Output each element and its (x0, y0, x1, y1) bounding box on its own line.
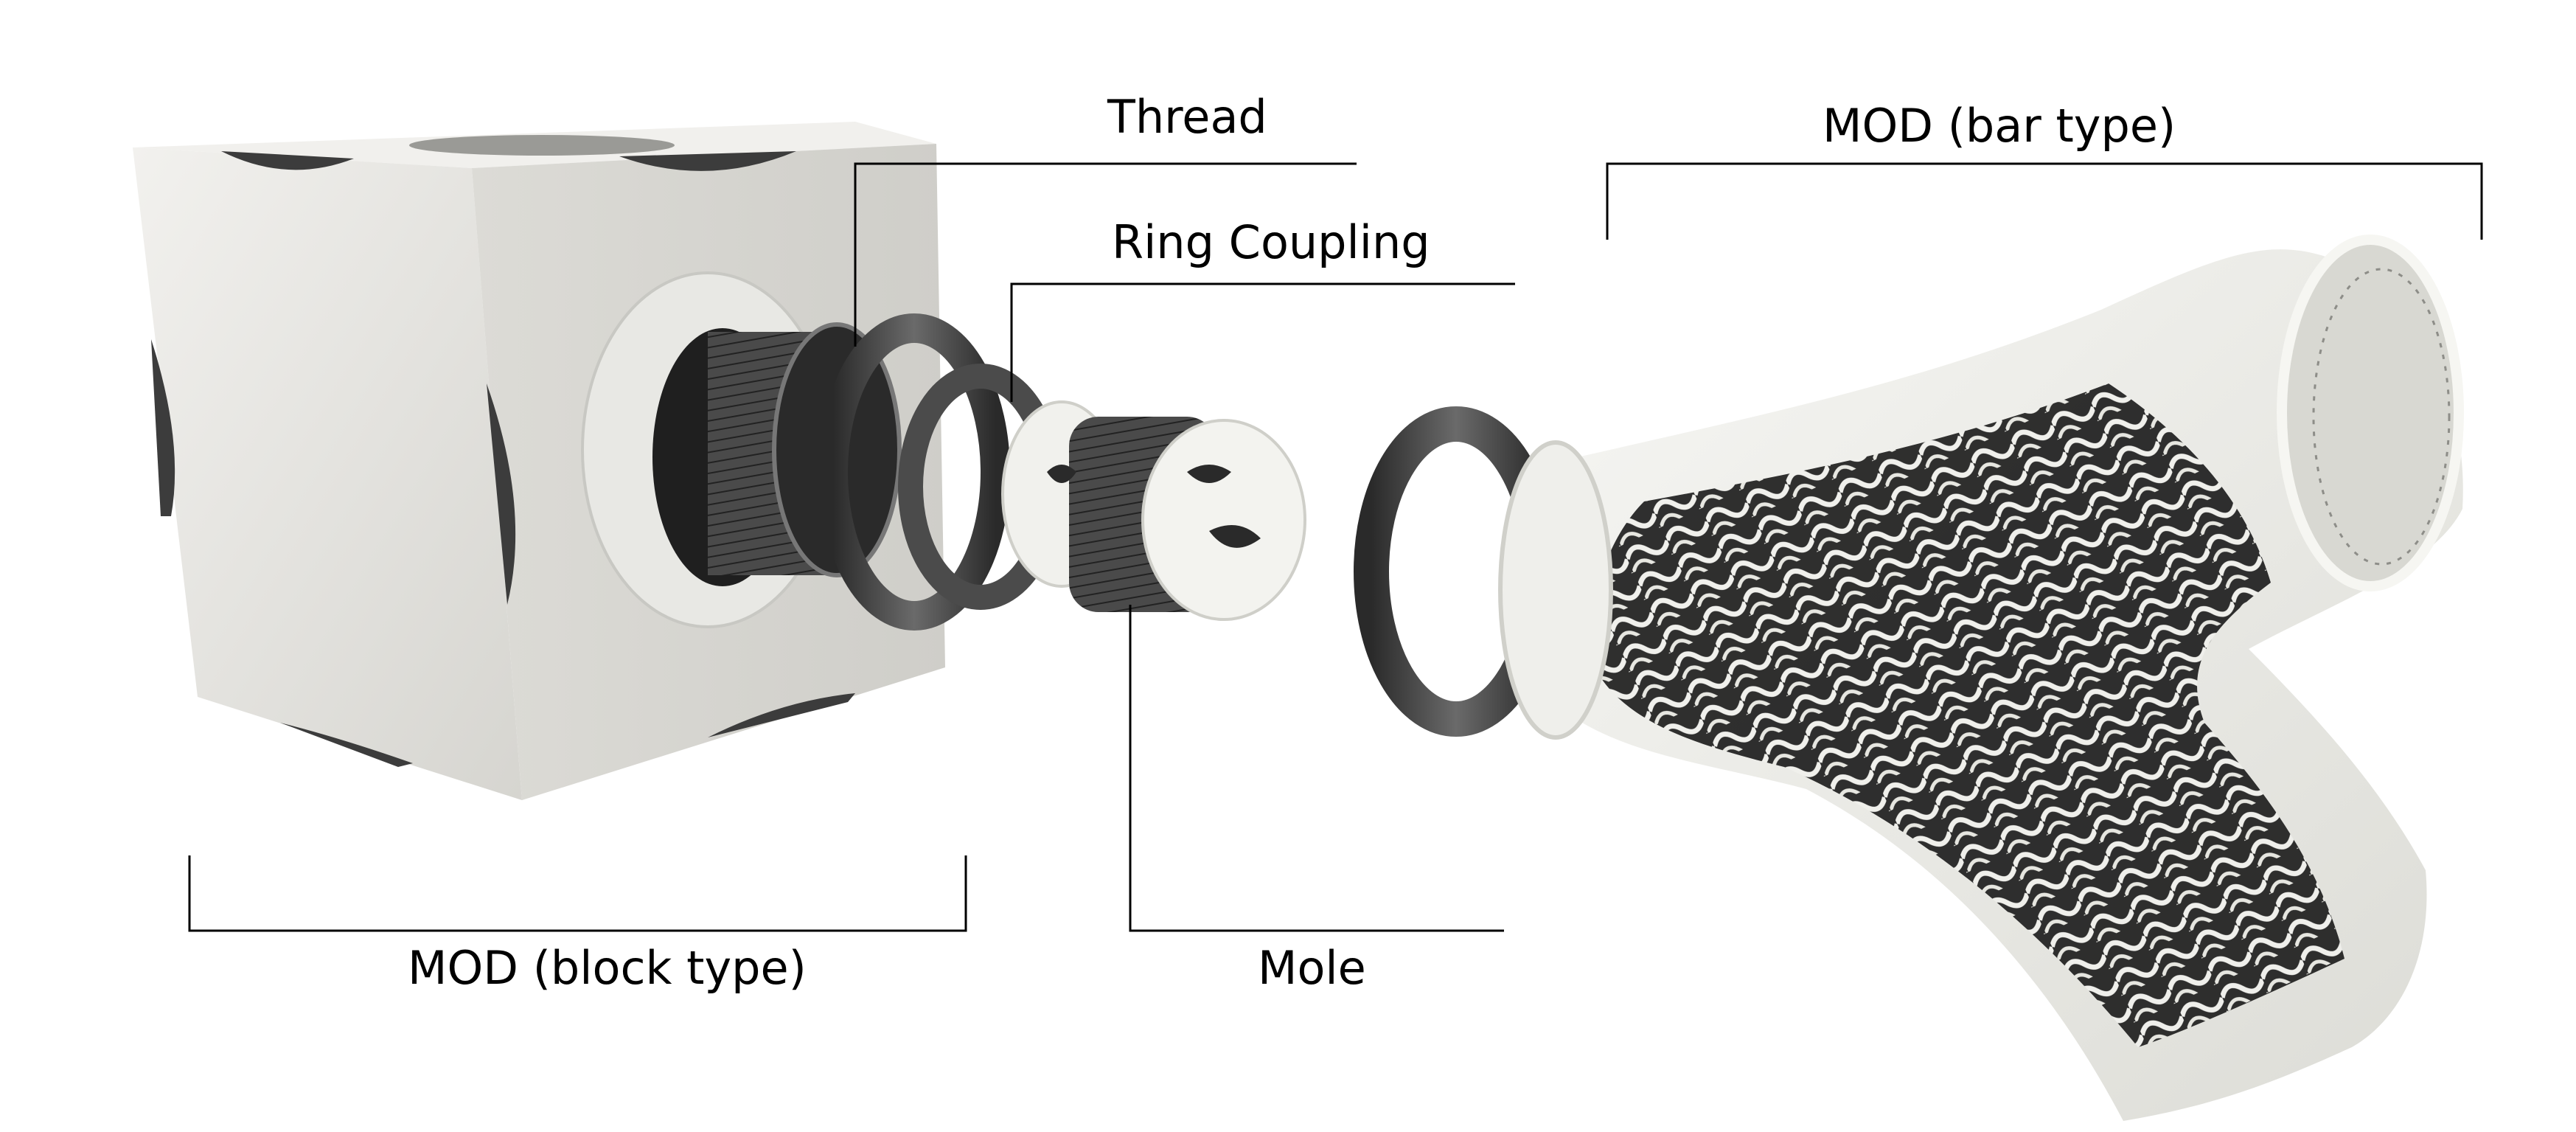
block-corner-notch (487, 383, 516, 605)
ring-outer (818, 313, 1010, 631)
mod-block-type-label: MOD (block type) (408, 941, 807, 995)
ring-coupling-leader (1010, 282, 1515, 402)
thread-label: Thread (1107, 90, 1267, 144)
thread-leader (854, 162, 1357, 347)
mod-block-type-bracket (188, 855, 967, 932)
bar-type-module (1498, 235, 2464, 1121)
block-top-hole (409, 135, 675, 156)
block-corner-notch (280, 723, 413, 767)
block-corner-notch (708, 693, 855, 737)
bar-end-inner (2312, 268, 2451, 566)
mole-right-ball (1141, 419, 1306, 621)
block-corner-notch (151, 339, 175, 516)
ring-coupling-label: Ring Coupling (1112, 215, 1430, 269)
block-corner-notch (221, 151, 354, 170)
bar-end-opening (2277, 235, 2464, 591)
mod-bar-type-label: MOD (bar type) (1823, 99, 2176, 153)
mole-cutout (1047, 465, 1261, 548)
block-front-face (133, 147, 522, 800)
leader-lines (188, 162, 2483, 932)
bar-lattice (1591, 383, 2344, 1047)
mole-label: Mole (1258, 941, 1366, 995)
bar-left-opening (1498, 440, 1613, 740)
block-corner-notch (619, 151, 796, 171)
mole-part (1001, 400, 1306, 621)
mole-leader (1129, 605, 1504, 932)
mod-bar-type-bracket (1606, 162, 2483, 240)
